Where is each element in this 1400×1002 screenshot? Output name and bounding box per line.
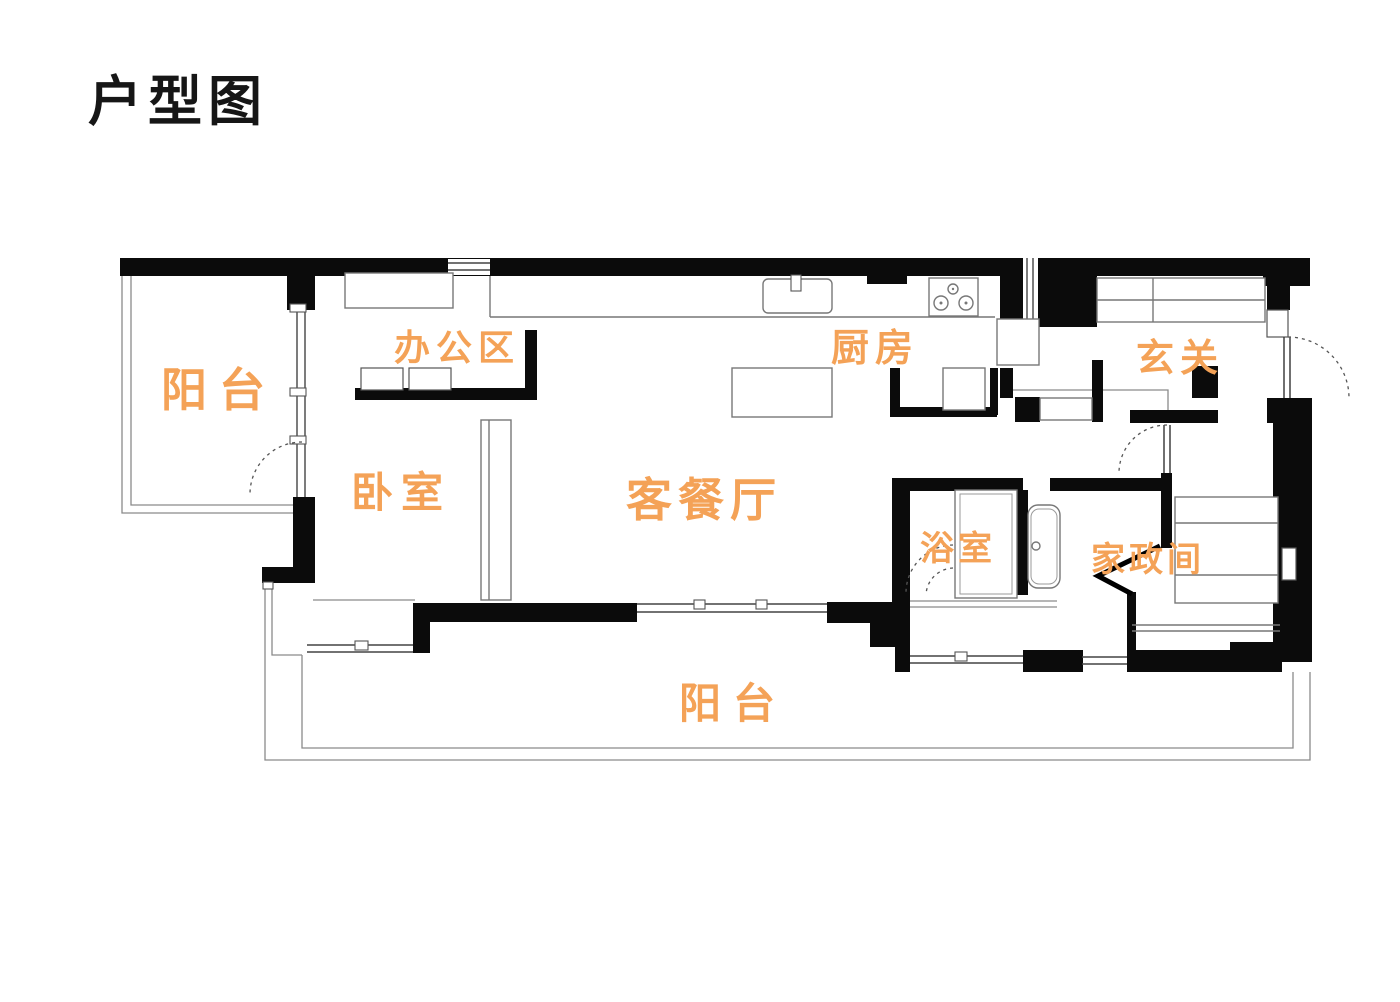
balcony-door [249, 441, 303, 495]
laundry-door-chevron [1092, 543, 1162, 597]
wall-notches [1266, 309, 1297, 581]
windows [262, 258, 1127, 665]
kitchen-counter [489, 276, 995, 318]
stove [928, 277, 979, 317]
room-label-living-dining: 客餐厅 [626, 475, 782, 526]
fridge [996, 318, 1040, 366]
office-half-wall-posts [360, 367, 452, 391]
bathtub [1027, 504, 1061, 589]
room-label-office-area: 办公区 [394, 328, 520, 368]
page-title: 户型图 [88, 72, 268, 132]
laundry-cabinets [1132, 496, 1280, 632]
shoe-cabinet [1096, 277, 1266, 323]
shower-door [905, 544, 954, 596]
room-label-entryway: 玄关 [1136, 338, 1224, 380]
office-desk [344, 272, 454, 309]
room-label-bedroom: 卧室 [351, 470, 451, 517]
dishwasher [942, 367, 986, 411]
hallway-cabinet [1039, 397, 1093, 421]
walls [120, 258, 1312, 672]
wardrobe [480, 419, 512, 601]
balcony-bottom-outline [264, 585, 1311, 761]
kitchen-island [731, 367, 833, 418]
room-label-kitchen: 厨房 [831, 328, 919, 370]
room-label-bathroom: 浴室 [920, 529, 996, 568]
hallway-door [1118, 424, 1171, 474]
room-labels: 阳台 办公区 厨房 玄关 卧室 客餐厅 浴室 家政间 阳台 [161, 328, 1224, 728]
room-label-laundry-room: 家政间 [1091, 541, 1205, 579]
entry-floor-lines [313, 389, 1169, 608]
shower-enclosure [954, 489, 1018, 599]
room-label-balcony-bottom: 阳台 [679, 681, 787, 728]
kitchen-sink [762, 274, 833, 314]
balcony-left-outline [121, 266, 296, 514]
entrance-door [1283, 336, 1350, 399]
room-label-balcony-left: 阳台 [161, 365, 277, 416]
